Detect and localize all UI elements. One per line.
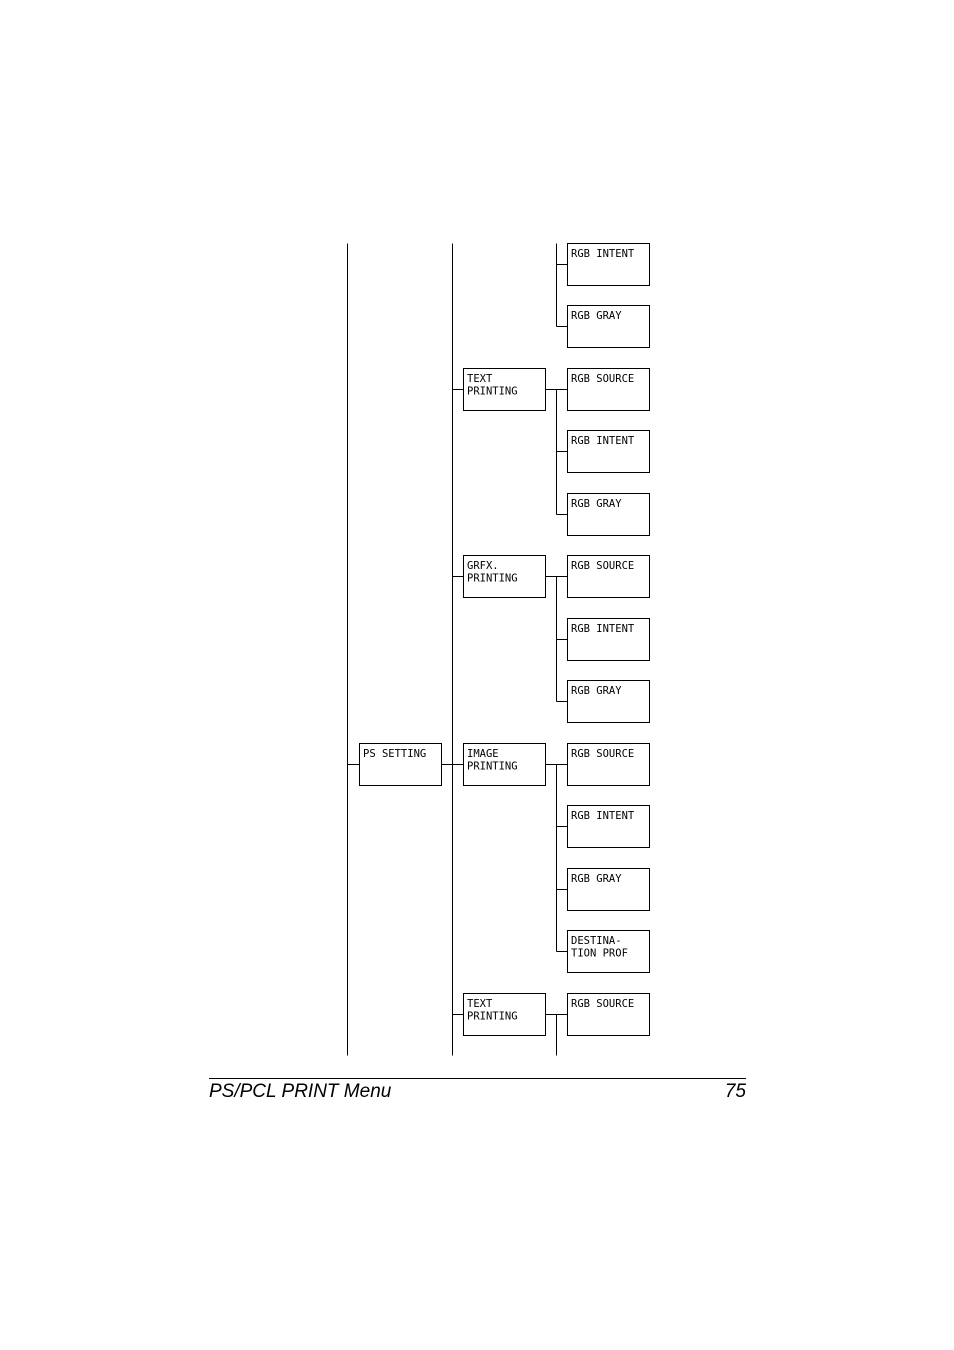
menu-node-label: GRFX. <box>467 560 499 572</box>
menu-node-label: TEXT <box>467 998 493 1010</box>
menu-node-label: IMAGE <box>467 748 499 760</box>
menu-node: RGB GRAY <box>567 680 650 723</box>
tree-connectors <box>347 243 568 1056</box>
menu-node-label: TION PROF <box>571 948 628 960</box>
menu-node-box <box>567 243 650 286</box>
menu-node-label: RGB GRAY <box>571 498 622 510</box>
menu-node-box <box>463 993 546 1036</box>
menu-node-label: PRINTING <box>467 386 518 398</box>
menu-node-label: RGB SOURCE <box>571 373 634 385</box>
menu-node-box <box>567 430 650 473</box>
menu-node-label: RGB INTENT <box>571 810 635 822</box>
menu-node-box <box>567 368 650 411</box>
menu-node: PS SETTING <box>359 743 442 786</box>
menu-node: RGB SOURCE <box>567 555 650 598</box>
menu-node: RGB GRAY <box>567 868 650 911</box>
menu-node-box <box>463 743 546 786</box>
menu-node-label: RGB GRAY <box>571 685 622 697</box>
menu-node-label: RGB GRAY <box>571 310 622 322</box>
menu-node-box <box>567 930 650 973</box>
menu-node-label: RGB INTENT <box>571 248 635 260</box>
menu-node-label: PRINTING <box>467 1011 518 1023</box>
menu-node-box <box>567 618 650 661</box>
menu-node-label: PRINTING <box>467 761 518 773</box>
menu-node-label: RGB GRAY <box>571 873 622 885</box>
menu-node-box <box>463 368 546 411</box>
menu-node-box <box>567 743 650 786</box>
menu-node: RGB INTENT <box>567 805 650 848</box>
menu-node-box <box>567 555 650 598</box>
menu-node: RGB GRAY <box>567 493 650 536</box>
menu-node-label: TEXT <box>467 373 493 385</box>
menu-node: RGB INTENT <box>567 618 650 661</box>
menu-node: RGB GRAY <box>567 305 650 348</box>
menu-node-label: RGB SOURCE <box>571 560 634 572</box>
menu-node: RGB SOURCE <box>567 993 650 1036</box>
menu-node-label: RGB SOURCE <box>571 998 634 1010</box>
menu-node-label: RGB SOURCE <box>571 748 634 760</box>
footer-title: PS/PCL PRINT Menu <box>209 1081 392 1102</box>
menu-node-box <box>567 805 650 848</box>
menu-node: RGB INTENT <box>567 243 650 286</box>
page-number: 75 <box>724 1081 746 1102</box>
menu-node: RGB INTENT <box>567 430 650 473</box>
menu-node: RGB SOURCE <box>567 743 650 786</box>
menu-node-box <box>359 743 442 786</box>
menu-node: DESTINA-TION PROF <box>567 930 650 973</box>
menu-node: RGB SOURCE <box>567 368 650 411</box>
menu-node-box <box>567 993 650 1036</box>
menu-node: GRFX.PRINTING <box>463 555 546 598</box>
menu-node-label: PS SETTING <box>363 748 426 760</box>
menu-node-label: RGB INTENT <box>571 623 635 635</box>
menu-node-box <box>567 493 650 536</box>
menu-node-box <box>567 680 650 723</box>
menu-node-box <box>463 555 546 598</box>
menu-node-label: PRINTING <box>467 573 518 585</box>
footer-rule <box>209 1078 746 1079</box>
menu-node-box <box>567 868 650 911</box>
menu-node-box <box>567 305 650 348</box>
menu-node-label: DESTINA- <box>571 935 622 947</box>
menu-node-label: RGB INTENT <box>571 435 635 447</box>
